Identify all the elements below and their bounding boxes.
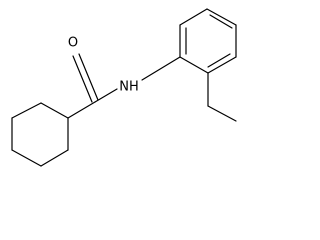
oxygen-label: O <box>68 36 78 51</box>
carbonyl-double-bond <box>72 53 99 103</box>
ethyl-group <box>207 72 237 122</box>
carbonyl-bond-line <box>78 53 99 101</box>
aromatic-bond <box>207 56 237 74</box>
aromatic-bond <box>179 8 208 26</box>
nitrogen-phenyl-bond <box>141 56 181 81</box>
carbonyl-bond-line <box>72 55 93 103</box>
ring-bond <box>11 102 42 119</box>
aromatic-inner-bond <box>209 14 233 29</box>
carbonyl-nitrogen-bond <box>94 88 118 103</box>
ring-bond <box>40 149 69 167</box>
nitrogen-label: NH <box>119 80 139 95</box>
aromatic-inner-bond <box>207 53 231 68</box>
ring-bond <box>11 149 42 167</box>
structure-canvas: O NH <box>11 8 237 167</box>
benzene-ring <box>179 8 237 74</box>
aromatic-bond <box>179 56 209 74</box>
ethyl-bond <box>207 105 237 122</box>
ring-carbonyl-bond <box>67 101 96 119</box>
ring-bond <box>40 102 69 119</box>
cyclohexane-ring <box>11 102 69 167</box>
aromatic-bond <box>206 8 237 26</box>
molecule-structure: O NH <box>11 8 237 167</box>
